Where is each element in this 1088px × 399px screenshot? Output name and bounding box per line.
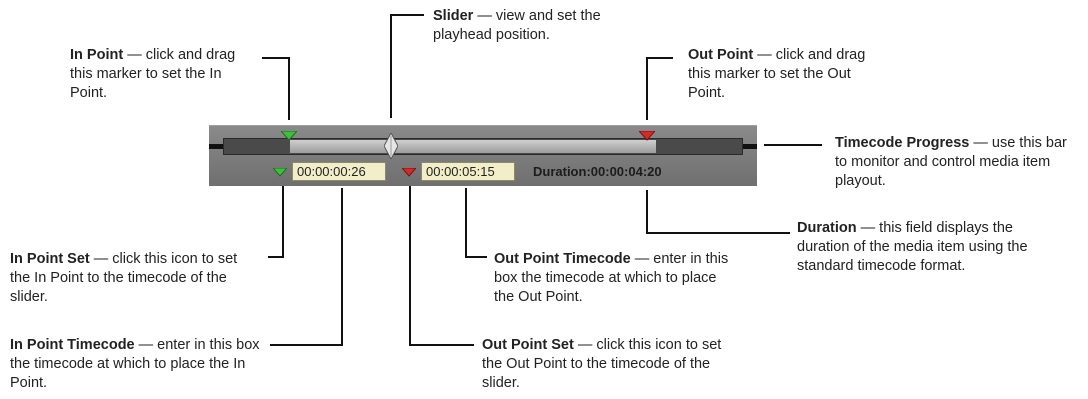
callout-out-point: Out Point — click and drag this marker t… — [688, 47, 866, 101]
in-point-timecode-field[interactable]: 00:00:00:26 — [292, 162, 386, 181]
selected-range — [290, 140, 656, 153]
rail-left-cap — [209, 144, 223, 149]
callout-out-point-timecode: Out Point Timecode — enter in this box t… — [494, 251, 729, 305]
in-point-marker[interactable] — [281, 131, 297, 141]
callout-in-point: In Point — click and drag this marker to… — [70, 47, 236, 101]
timecode-progress-bar[interactable] — [209, 131, 757, 159]
slider-playhead[interactable] — [384, 133, 398, 159]
callout-duration: Duration — this field displays the durat… — [797, 220, 1028, 274]
in-point-set-icon[interactable] — [273, 168, 287, 177]
timecode-control: 00:00:00:26 00:00:05:15 Duration:00:00:0… — [209, 125, 757, 186]
out-point-set-icon[interactable] — [402, 168, 416, 177]
callout-out-point-set: Out Point Set — click this icon to set t… — [482, 337, 722, 391]
callout-slider: Slider — view and set the playhead posit… — [433, 8, 601, 43]
callout-in-point-timecode: In Point Timecode — enter in this box th… — [10, 337, 260, 391]
timecode-row: 00:00:00:26 00:00:05:15 Duration:00:00:0… — [209, 162, 757, 182]
callout-in-point-set: In Point Set — click this icon to set th… — [10, 251, 238, 305]
callout-timecode-progress: Timecode Progress — use this bar to moni… — [835, 135, 1067, 189]
out-point-timecode-field[interactable]: 00:00:05:15 — [421, 162, 515, 181]
duration-field: Duration:00:00:04:20 — [533, 164, 662, 179]
out-point-marker[interactable] — [639, 131, 655, 141]
rail-right-cap — [743, 144, 757, 149]
progress-track[interactable] — [223, 138, 743, 155]
